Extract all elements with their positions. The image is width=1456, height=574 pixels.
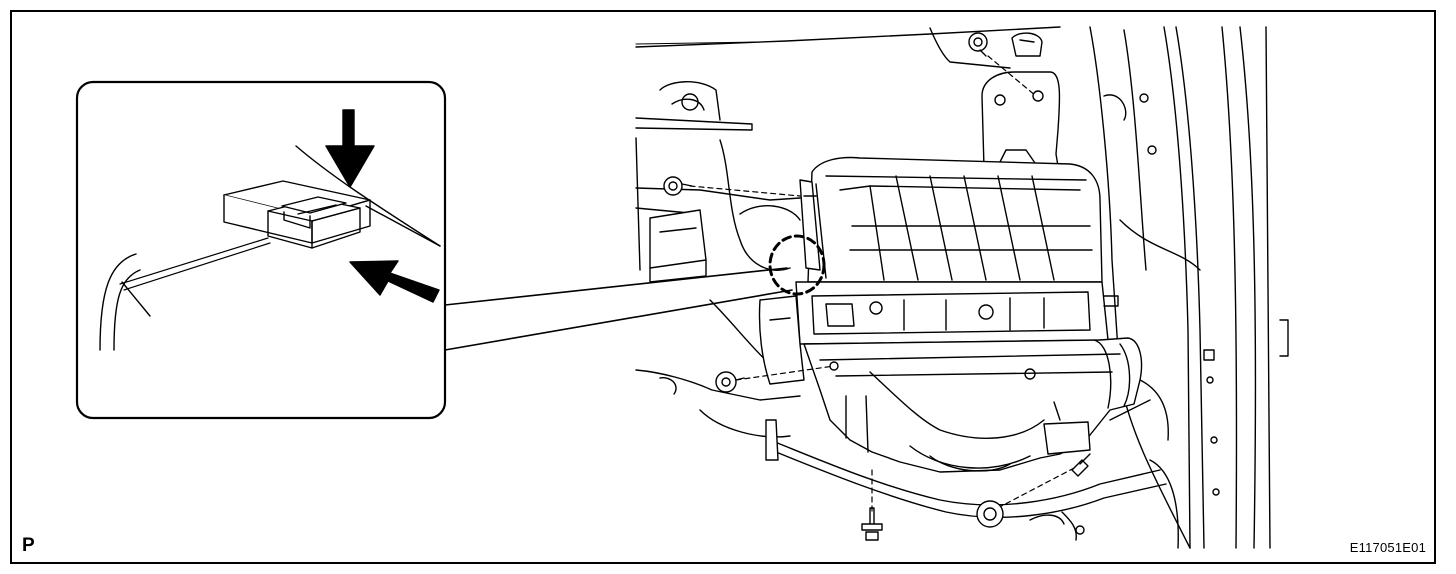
callout-line-upper (444, 267, 788, 306)
corner-letter: P (22, 535, 35, 556)
panel-curve-left-outer (99, 253, 137, 351)
panel-curve-left-inner (113, 269, 141, 351)
panel-diagonal (121, 281, 151, 317)
panel-edge-lower (365, 205, 441, 247)
dashed-circle-callout (768, 234, 826, 296)
figure-code: E117051E01 (1349, 540, 1426, 555)
slide-arrow-icon (349, 260, 440, 303)
inset-detail (75, 80, 447, 420)
bolt-icon (715, 371, 745, 393)
blower-motor-housing (803, 337, 1143, 473)
inset-border (75, 80, 447, 420)
wire-1 (119, 237, 269, 285)
callout-line-lower (444, 289, 793, 351)
main-assembly (635, 26, 1289, 549)
bolt-icon (968, 32, 988, 57)
bolt-icon (861, 507, 883, 541)
bolt-icon (1071, 453, 1091, 477)
bolt-icon (663, 176, 693, 196)
nut-icon (976, 500, 1004, 528)
push-arrow-icon (325, 109, 375, 188)
panel-edge-upper (295, 145, 441, 247)
blower-filter-cover (799, 156, 1103, 283)
fastener-guide-lines (689, 55, 1079, 513)
wire-2 (123, 242, 271, 291)
diagram-frame (10, 10, 1436, 564)
panel-top-line (635, 26, 1061, 48)
blower-case-frame (795, 281, 1119, 345)
connector-housing (223, 180, 371, 249)
